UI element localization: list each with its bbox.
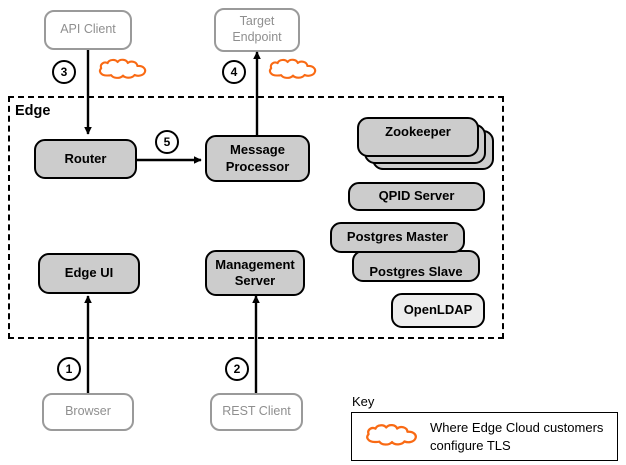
node-qpid-server[interactable]: QPID Server bbox=[348, 182, 485, 211]
node-edge-ui[interactable]: Edge UI bbox=[38, 253, 140, 294]
step-marker-5-number: 5 bbox=[163, 135, 171, 149]
legend-entry-text: Where Edge Cloud customers configure TLS bbox=[430, 419, 612, 454]
node-browser-label: Browser bbox=[65, 404, 111, 419]
node-postgres-master[interactable]: Postgres Master bbox=[330, 222, 465, 253]
node-management-server-label-line2: Server bbox=[234, 273, 276, 288]
legend-tls-cloud-icon bbox=[363, 423, 421, 447]
node-openldap[interactable]: OpenLDAP bbox=[391, 293, 485, 328]
node-postgres-master-label: Postgres Master bbox=[346, 229, 449, 245]
step-marker-5[interactable]: 5 bbox=[155, 130, 179, 154]
node-router-label: Router bbox=[64, 150, 107, 166]
node-message-processor[interactable]: Message Processor bbox=[205, 135, 310, 182]
step-marker-4[interactable]: 4 bbox=[222, 60, 246, 84]
node-api-client[interactable]: API Client bbox=[44, 10, 132, 50]
node-router[interactable]: Router bbox=[34, 139, 137, 179]
node-management-server-label-line1: Management bbox=[215, 256, 295, 272]
node-target-endpoint[interactable]: Target Endpoint bbox=[214, 8, 300, 52]
legend-box bbox=[351, 412, 618, 461]
node-browser[interactable]: Browser bbox=[42, 393, 134, 431]
node-zookeeper[interactable]: Zookeeper bbox=[357, 117, 479, 157]
tls-cloud-icon-step-4 bbox=[266, 58, 320, 80]
node-management-server[interactable]: Management Server bbox=[205, 250, 305, 296]
node-api-client-label: API Client bbox=[60, 22, 116, 37]
step-marker-4-number: 4 bbox=[230, 65, 238, 79]
node-rest-client-label: REST Client bbox=[222, 404, 291, 419]
step-marker-2[interactable]: 2 bbox=[225, 357, 249, 381]
step-marker-3[interactable]: 3 bbox=[52, 60, 76, 84]
tls-cloud-icon-step-3 bbox=[96, 58, 150, 80]
node-rest-client[interactable]: REST Client bbox=[210, 393, 303, 431]
node-target-endpoint-label-line1: Target bbox=[239, 14, 275, 29]
legend-entry-line1: Where Edge Cloud customers bbox=[430, 420, 604, 435]
node-postgres-slave[interactable]: Postgres Slave bbox=[352, 250, 480, 282]
node-qpid-server-label: QPID Server bbox=[378, 188, 455, 204]
step-marker-3-number: 3 bbox=[60, 65, 68, 79]
step-marker-1[interactable]: 1 bbox=[57, 357, 81, 381]
node-openldap-label: OpenLDAP bbox=[403, 302, 473, 318]
node-message-processor-label-line1: Message bbox=[230, 142, 285, 158]
node-edge-ui-label: Edge UI bbox=[64, 265, 114, 281]
node-target-endpoint-label-line2: Endpoint bbox=[232, 30, 282, 44]
node-postgres-slave-label: Postgres Slave bbox=[369, 263, 463, 279]
step-marker-2-number: 2 bbox=[233, 362, 241, 376]
step-marker-1-number: 1 bbox=[65, 362, 73, 376]
legend-entry-line2: configure TLS bbox=[430, 437, 511, 453]
node-zookeeper-label: Zookeeper bbox=[385, 123, 451, 139]
legend-title: Key bbox=[352, 394, 375, 409]
node-message-processor-label-line2: Processor bbox=[225, 158, 290, 174]
edge-boundary-label: Edge bbox=[15, 103, 51, 119]
